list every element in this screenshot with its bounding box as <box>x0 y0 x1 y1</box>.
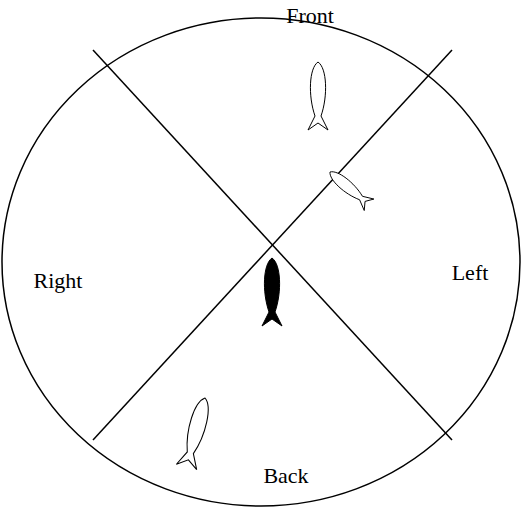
direction-label: Front <box>286 4 334 28</box>
direction-label: Back <box>263 464 308 488</box>
direction-label: Left <box>452 261 489 285</box>
direction-label: Right <box>34 269 83 293</box>
fish-outline <box>176 395 215 469</box>
divider-line <box>93 50 452 440</box>
fish-outline <box>308 62 328 130</box>
fish-outline <box>325 166 374 210</box>
divider-line <box>93 50 452 440</box>
arena-circle <box>2 18 520 506</box>
fish-focal <box>262 258 282 326</box>
